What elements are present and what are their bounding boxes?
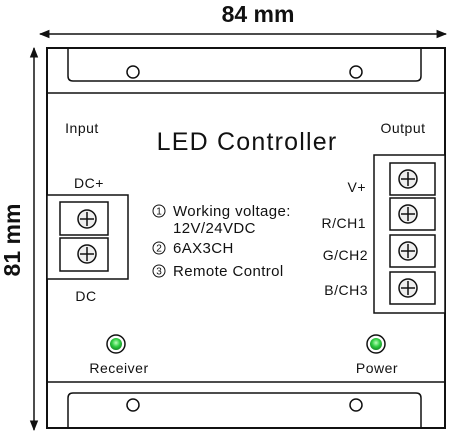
- screw-icon: [398, 278, 418, 298]
- output-label: Output: [380, 120, 425, 136]
- spec-number: 1: [156, 207, 162, 218]
- input-terminal-block: DC+ DC: [46, 175, 129, 304]
- input-terminal-slot-1: [59, 201, 109, 236]
- spec-item-1: 1 Working voltage: 12V/24VDC: [152, 203, 291, 237]
- input-terminal-bottom-label: DC: [75, 288, 96, 304]
- output-terminal-label: R/CH1: [321, 215, 366, 231]
- power-led-bezel: [366, 334, 386, 354]
- screw-icon: [398, 241, 418, 261]
- top-right-mounting-hole: [349, 65, 363, 79]
- receiver-indicator: Receiver: [89, 334, 148, 376]
- receiver-led-bezel: [106, 334, 126, 354]
- input-screw-1-icon: [77, 209, 97, 229]
- spec-line: Working voltage:: [173, 203, 291, 220]
- receiver-led-icon: [110, 338, 122, 350]
- output-terminal-1: V+: [347, 162, 436, 196]
- input-label: Input: [65, 120, 99, 136]
- input-terminal-top-label: DC+: [74, 175, 104, 191]
- width-dimension-label: 84 mm: [222, 1, 295, 27]
- output-terminal-label: V+: [347, 179, 366, 195]
- spec-line: 6AX3CH: [173, 240, 234, 257]
- screw-icon: [398, 204, 418, 224]
- bottom-mounting-tab: [67, 392, 422, 428]
- power-led-icon: [370, 338, 382, 350]
- output-terminal-slot: [389, 234, 436, 268]
- power-indicator: Power: [356, 334, 398, 376]
- output-terminal-label: G/CH2: [323, 247, 368, 263]
- width-dimension: 84 mm: [38, 1, 448, 39]
- spec-number: 2: [156, 244, 162, 255]
- output-terminal-2: R/CH1: [321, 197, 436, 231]
- bottom-left-mounting-hole: [126, 398, 140, 412]
- bottom-right-mounting-hole: [349, 398, 363, 412]
- top-left-mounting-hole: [126, 65, 140, 79]
- spec-list: 1 Working voltage: 12V/24VDC 2 6AX3CH 3 …: [152, 203, 291, 280]
- receiver-label: Receiver: [89, 360, 148, 376]
- spec-line: Remote Control: [173, 263, 284, 280]
- output-terminal-3: G/CH2: [323, 234, 436, 268]
- top-mounting-tab: [67, 48, 422, 82]
- output-terminal-block: V+ R/CH1 G/CH2: [321, 154, 446, 314]
- spec-item-2: 2 6AX3CH: [152, 240, 234, 257]
- input-screw-2-icon: [77, 244, 97, 264]
- power-label: Power: [356, 360, 398, 376]
- height-dimension-label: 81 mm: [0, 204, 25, 277]
- output-terminal-4: B/CH3: [324, 271, 436, 305]
- spec-item-3: 3 Remote Control: [152, 263, 284, 280]
- spec-line: 12V/24VDC: [173, 220, 256, 237]
- device-title: LED Controller: [157, 128, 338, 156]
- height-dimension: 81 mm: [0, 46, 39, 432]
- spec-number: 3: [156, 267, 162, 278]
- output-terminal-label: B/CH3: [324, 282, 368, 298]
- screw-icon: [398, 169, 418, 189]
